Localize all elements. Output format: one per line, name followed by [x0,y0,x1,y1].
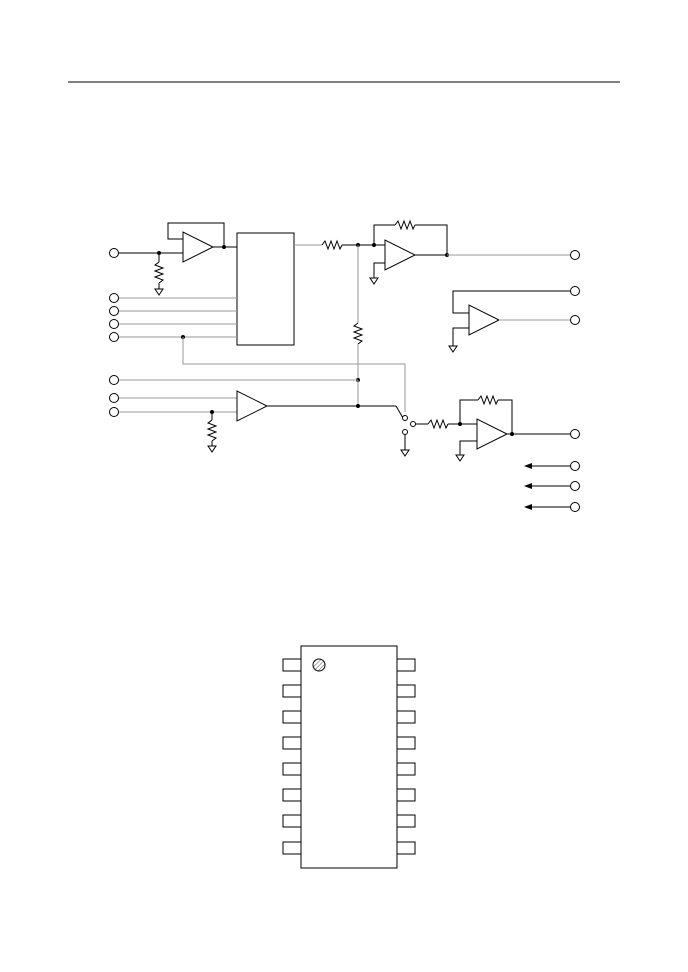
terminal [109,407,119,417]
block-diagram [109,219,580,512]
ground-symbol [455,454,465,462]
pin [396,762,416,776]
resistor-input-pulldown [153,261,165,284]
ground-symbol [448,345,458,353]
terminal [570,286,580,296]
pin [282,736,302,750]
terminal [570,315,580,325]
terminal [109,293,119,303]
terminals-left [109,248,119,417]
terminal [570,481,580,491]
terminals-right [570,250,580,512]
pin [396,736,416,750]
resistor-input-pulldown-2 [206,419,218,442]
pin [396,658,416,672]
pin [396,684,416,698]
resistor-feedback-1 [394,219,416,231]
top-output-path [294,219,570,285]
pin [282,684,302,698]
output-amp-1 [384,239,417,271]
resistor-divider [352,322,364,345]
output-amp-3 [468,304,501,336]
terminal [570,429,580,439]
terminal [109,319,119,329]
terminal [109,332,119,342]
ic-package [282,645,416,869]
terminal [109,306,119,316]
resistor-series-2 [427,418,449,430]
buffer-amp-2 [236,390,269,422]
main-function-block [236,232,295,346]
right-pins [396,658,416,855]
pin [282,841,302,855]
lower-inputs [119,379,404,453]
terminal [109,248,119,258]
control-inputs [119,297,406,412]
lower-output-path [427,394,570,462]
input-buffer [119,222,237,296]
terminal [570,250,580,260]
pin [282,658,302,672]
selector-switch [400,415,428,457]
resistor-series-1 [321,239,343,251]
pin1-marker [312,658,326,672]
package-body [300,645,398,869]
output-amp-2 [476,418,509,450]
pin [282,710,302,724]
left-pins [282,658,302,855]
ground-symbol [207,445,217,453]
pin [282,788,302,802]
ground-symbol [154,288,164,296]
ground-symbol [400,449,410,457]
pin [396,710,416,724]
resistor-feedback-2 [477,394,499,406]
pin [282,814,302,828]
supply-arrows [524,463,570,510]
terminal [109,393,119,403]
pin [282,762,302,776]
pin [396,814,416,828]
terminal [109,375,119,385]
pin [396,788,416,802]
vertical-divider [352,245,364,408]
terminal [570,461,580,471]
buffer-amp-1 [182,231,215,263]
pin [396,841,416,855]
terminal [570,502,580,512]
ground-symbol [369,277,379,285]
independent-amp [448,290,570,353]
